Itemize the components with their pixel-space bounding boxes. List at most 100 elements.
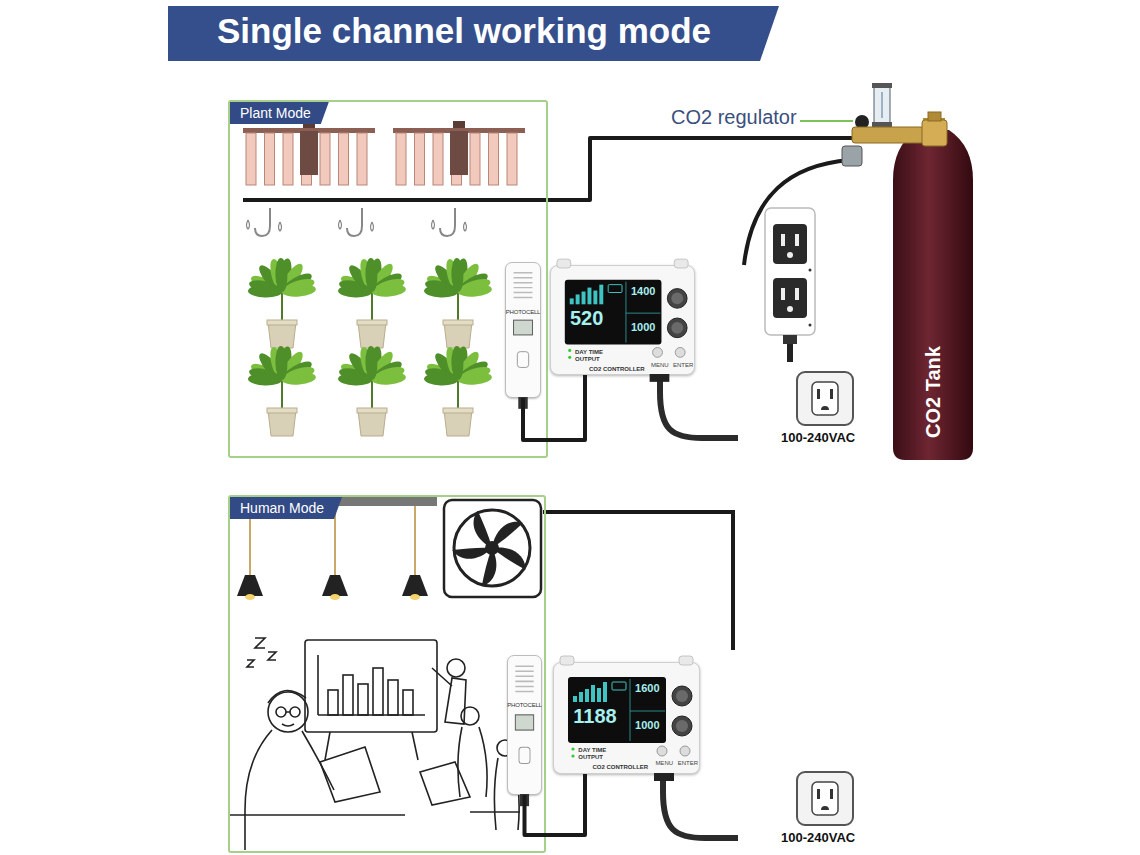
pot-rim bbox=[443, 320, 473, 325]
outlet-strip bbox=[781, 288, 785, 300]
co2-controller bbox=[612, 682, 626, 690]
power-cord bbox=[660, 372, 738, 438]
co2-controller bbox=[568, 349, 571, 352]
fan-blade bbox=[467, 510, 502, 548]
co2-controller bbox=[650, 374, 670, 382]
lamp-bulb bbox=[410, 594, 420, 600]
office-sketch bbox=[328, 690, 338, 715]
panel-label: DAY TIME bbox=[575, 349, 603, 355]
office-sketch bbox=[470, 811, 520, 813]
led-bar bbox=[283, 133, 293, 185]
co2-controller bbox=[657, 746, 667, 756]
co2-controller bbox=[593, 291, 597, 305]
co2-controller bbox=[671, 293, 683, 305]
panel-label: OUTPUT bbox=[575, 356, 600, 362]
lcd-reading: 520 bbox=[570, 308, 603, 328]
office-sketch bbox=[230, 638, 520, 850]
led-bar bbox=[507, 133, 517, 185]
co2-regulator bbox=[922, 120, 947, 146]
led-bar bbox=[433, 133, 443, 185]
co2-controller bbox=[570, 298, 574, 304]
drip-emitter bbox=[440, 208, 455, 236]
co2-controller bbox=[626, 313, 661, 314]
co2-controller bbox=[579, 692, 583, 702]
mode-tab: Plant Mode bbox=[230, 102, 329, 124]
outlet-strip bbox=[773, 224, 807, 264]
co2-controller bbox=[630, 711, 665, 712]
office-sketch bbox=[388, 680, 398, 715]
exhaust-fan bbox=[444, 500, 541, 597]
co2-controller bbox=[568, 677, 666, 743]
title-banner bbox=[168, 6, 779, 61]
wall-outlet bbox=[797, 372, 853, 425]
co2-controller bbox=[667, 318, 687, 338]
wall-outlet bbox=[821, 406, 829, 410]
lamp-bulb bbox=[330, 594, 340, 600]
outlet-strip bbox=[765, 208, 815, 362]
mode-panel: Human ModePHOTOCELL bbox=[228, 495, 546, 853]
co2-controller bbox=[680, 746, 690, 756]
co2-controller bbox=[630, 679, 631, 741]
co2-controller bbox=[591, 685, 595, 702]
lcd-reading: 1188 bbox=[573, 706, 616, 726]
co2-controller bbox=[565, 280, 662, 345]
lamp-bulb bbox=[245, 594, 255, 600]
tank-label: CO2 Tank bbox=[923, 346, 943, 438]
co2-controller bbox=[573, 696, 577, 702]
co2-controller bbox=[587, 288, 591, 305]
co2-regulator bbox=[842, 83, 947, 166]
fan-cord bbox=[543, 512, 733, 650]
co2-sensor bbox=[508, 656, 541, 794]
pendant-lamp bbox=[322, 575, 348, 596]
pot-rim bbox=[357, 408, 387, 413]
led-bar bbox=[320, 133, 330, 185]
drip-drop bbox=[247, 220, 282, 231]
plant-leaf bbox=[365, 258, 378, 292]
plant-stem bbox=[281, 380, 283, 410]
office-sketch bbox=[290, 707, 300, 717]
outlet-strip bbox=[781, 234, 785, 246]
wall-outlet bbox=[812, 382, 838, 415]
led-bar bbox=[265, 133, 275, 185]
plant-pot bbox=[444, 322, 472, 348]
plant-leaf bbox=[275, 346, 288, 380]
co2-controller bbox=[674, 259, 688, 268]
mode-tab: Human Mode bbox=[230, 497, 342, 519]
led-bar bbox=[415, 133, 425, 185]
co2-controller: 160011881000DAY TIMEOUTPUTMENUENTERCO2 C… bbox=[553, 662, 700, 774]
led-bar bbox=[357, 133, 367, 185]
co2-controller bbox=[676, 720, 688, 732]
plant-pot bbox=[444, 410, 472, 436]
co2-sensor bbox=[514, 273, 533, 298]
wall-outlet bbox=[812, 782, 838, 815]
led-bar bbox=[489, 133, 499, 185]
co2-controller bbox=[571, 754, 574, 757]
co2-regulator bbox=[852, 127, 924, 143]
voltage-label: 100-240VAC bbox=[781, 431, 855, 444]
co2-controller bbox=[557, 259, 571, 268]
office-sketch bbox=[268, 691, 306, 703]
co2-regulator bbox=[842, 146, 862, 166]
co2-controller bbox=[603, 682, 607, 702]
co2-sensor bbox=[506, 263, 540, 397]
office-sketch bbox=[318, 655, 425, 715]
outlet-strip bbox=[783, 335, 797, 344]
co2-sensor bbox=[518, 397, 527, 409]
co2-controller bbox=[654, 773, 674, 781]
co2-sensor bbox=[519, 747, 530, 763]
office-sketch bbox=[276, 707, 286, 717]
office-sketch bbox=[403, 690, 413, 715]
co2-sensor bbox=[515, 666, 533, 691]
lamp-cord bbox=[414, 506, 416, 576]
sensor-label: PHOTOCELL bbox=[507, 702, 541, 708]
title-text: Single channel working mode bbox=[168, 8, 760, 54]
office-sketch bbox=[461, 707, 479, 725]
outlet-strip bbox=[809, 269, 812, 272]
plant-stem bbox=[457, 380, 459, 410]
co2-controller bbox=[676, 690, 688, 702]
outlet-strip bbox=[795, 234, 799, 246]
exhaust-fan bbox=[485, 541, 499, 555]
